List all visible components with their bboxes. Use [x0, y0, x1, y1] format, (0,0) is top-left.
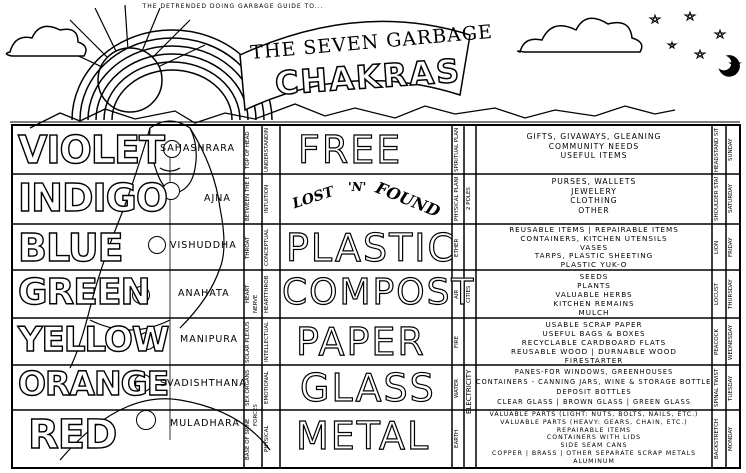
stars-icon	[648, 10, 742, 70]
weekday: FRIDAY	[728, 237, 734, 258]
mode-label: UNDERSTANDING	[264, 128, 270, 172]
element-label: ETHER	[454, 238, 460, 257]
weekday: SATURDAY	[728, 184, 734, 214]
weekday: MONDAY	[728, 426, 734, 452]
sanskrit-name: SVADISHTHANA	[160, 378, 247, 389]
cloud-left-icon	[5, 25, 87, 57]
title-banner-icon	[239, 20, 471, 112]
cities-label: CITIES	[466, 285, 472, 303]
color-name-red: RED	[27, 411, 118, 458]
category-plastic: PLASTIC	[285, 225, 457, 270]
category-lost-n-found: LOST 'N' FOUND	[290, 178, 443, 221]
category-free: FREE	[297, 127, 403, 172]
element-label: WATER	[454, 378, 460, 398]
color-name-green: GREEN	[17, 271, 151, 313]
meditating-figure-icon	[59, 120, 271, 461]
color-name-blue: BLUE	[17, 225, 124, 270]
color-name-orange: ORANGE	[17, 363, 170, 403]
weekday: SUNDAY	[728, 138, 734, 162]
mountain-range-icon	[29, 103, 676, 129]
weekday: THURSDAY	[728, 279, 734, 309]
yoga-pose: SPINAL TWIST	[714, 368, 720, 408]
sanskrit-name: ANAHATA	[178, 288, 230, 299]
chakra-circle-violet	[163, 140, 181, 158]
mode-label: CONCEPTUAL	[264, 228, 270, 267]
body-location: SEX ORGANS	[245, 369, 251, 407]
sun-icon	[97, 47, 163, 113]
mode-label: HEARTTHROB	[264, 275, 270, 313]
yoga-pose: LOCUST	[714, 283, 720, 305]
element-label: FIRE	[454, 335, 460, 349]
weekday: TUESDAY	[728, 375, 734, 401]
moon-icon	[718, 55, 740, 77]
element-label: PHYSICAL PLANE	[454, 177, 460, 221]
chakra-circle-green	[132, 286, 150, 304]
body-location: SOLAR PLEXUS	[245, 321, 251, 363]
body-location: BASE OF SPINE	[245, 418, 251, 460]
sanskrit-name: AJNA	[204, 193, 231, 204]
chakra-circle-red	[136, 410, 156, 430]
weekday: WEDNESDAY	[728, 324, 734, 360]
poster-subtitle: THE DETRENDED DOING GARBAGE GUIDE TO...	[142, 3, 324, 10]
yoga-pose: BACKSTRETCH	[714, 418, 720, 460]
mode-label: INTUITION	[264, 184, 270, 214]
mode-label: PHYSICAL	[264, 425, 270, 453]
yoga-pose: SHOULDER STAND	[714, 177, 720, 221]
chakra-circle-blue	[148, 236, 166, 254]
yoga-pose: LION	[714, 240, 720, 255]
chakra-circle-indigo	[162, 182, 180, 200]
category-compost: COMPOST	[281, 271, 476, 313]
poles-label: 2 POLES	[466, 187, 472, 211]
cloud-right-icon	[517, 17, 643, 53]
body-location: THROAT	[245, 236, 251, 259]
element-label: SPIRITUAL PLANE	[454, 128, 460, 172]
sanskrit-name: MULADHARA	[170, 418, 240, 429]
electricity-label: ELECTRICITY	[466, 369, 473, 415]
category-glass: GLASS	[299, 365, 436, 410]
sanskrit-name: VISHUDDHA	[170, 240, 237, 251]
mode-label: EMOTIONAL	[264, 371, 270, 405]
color-name-indigo: INDIGO	[17, 175, 169, 220]
mode-label: INTELLECTUAL	[264, 321, 270, 363]
nerve-label: NERVE	[253, 294, 259, 314]
items-metal: VALUABLE PARTS (LIGHT: NUTS, BOLTS, NAIL…	[489, 411, 699, 465]
body-location: BETWEEN THE BROWS	[245, 177, 251, 221]
category-paper: PAPER	[295, 319, 426, 364]
sanskrit-name: MANIPURA	[180, 334, 239, 345]
color-name-violet: VIOLET	[17, 127, 165, 172]
chakra-circle-yellow	[138, 332, 156, 350]
forces-label: FORCES	[253, 404, 259, 426]
element-label: EARTH	[454, 429, 460, 449]
body-location: HEART	[245, 284, 251, 304]
color-name-yellow: YELLOW	[17, 319, 170, 360]
element-label: AIR	[454, 289, 460, 299]
sanskrit-name: SAHASHRARA	[160, 143, 235, 154]
category-metal: METAL	[295, 413, 431, 458]
yoga-pose: PEACOCK	[714, 328, 720, 356]
chakra-circle-orange	[134, 374, 152, 392]
body-location: TOP OF HEAD	[245, 131, 251, 169]
yoga-pose: HEADSTAND SITTING	[714, 128, 720, 172]
